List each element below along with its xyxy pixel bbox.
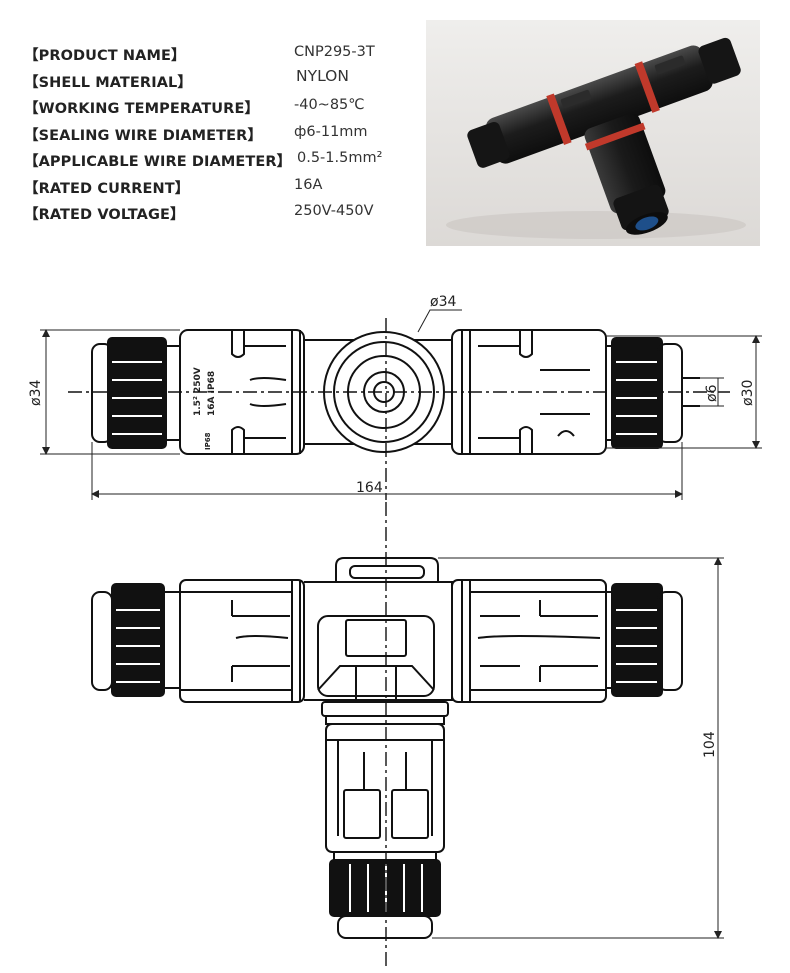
- spec-label: 【RATED CURRENT】: [24, 180, 190, 197]
- technical-drawing: 1.5² 250V 16A IP68 IP68 ø34 ø30 ø6 ø34 1…: [28, 294, 762, 970]
- spec-row-shell-material: 【SHELL MATERIAL】 NYLON: [24, 67, 424, 98]
- spec-value: ф6-11mm: [294, 123, 368, 140]
- spec-label: 【RATED VOLTAGE】: [24, 207, 185, 223]
- top-view: [91, 329, 700, 455]
- spec-row-sealing-wire-diameter: 【SEALING WIRE DIAMETER】 ф6-11mm: [24, 124, 424, 151]
- spec-row-working-temperature: 【WORKING TEMPERATURE】 -40~85℃: [24, 97, 424, 124]
- dim-cable-diameter: ø6: [704, 384, 720, 402]
- spec-row-rated-current: 【RATED CURRENT】 16A: [24, 177, 424, 204]
- spec-value: -40~85℃: [294, 97, 365, 113]
- spec-label: 【WORKING TEMPERATURE】: [24, 101, 260, 117]
- marking-line2: 16A IP68: [207, 371, 217, 416]
- spec-label: 【PRODUCT NAME】: [24, 48, 186, 64]
- spec-value: CNP295-3T: [294, 44, 375, 60]
- spec-value: 0.5-1.5mm²: [297, 150, 383, 166]
- dim-right-diameter: ø30: [740, 380, 756, 406]
- product-photo: [426, 20, 760, 246]
- dim-total-length: 164: [356, 480, 383, 496]
- spec-row-applicable-wire-diameter: 【APPLICABLE WIRE DIAMETER】 0.5-1.5mm²: [24, 150, 424, 177]
- spec-value: NYLON: [296, 66, 349, 85]
- spec-label: 【SHELL MATERIAL】: [24, 74, 192, 91]
- spec-row-rated-voltage: 【RATED VOLTAGE】 250V-450V: [24, 203, 424, 230]
- marking-line3: IP68: [204, 432, 212, 450]
- spec-value: 16A: [294, 176, 323, 193]
- dim-total-height: 104: [702, 731, 718, 758]
- spec-value: 250V-450V: [294, 203, 374, 219]
- dim-center-diameter: ø34: [430, 294, 456, 310]
- spec-table: 【PRODUCT NAME】 CNP295-3T 【SHELL MATERIAL…: [24, 44, 424, 230]
- dim-left-diameter: ø34: [28, 380, 44, 406]
- body-markings: 1.5² 250V 16A IP68 IP68: [193, 367, 217, 450]
- spec-label: 【SEALING WIRE DIAMETER】: [24, 127, 263, 144]
- spec-label: 【APPLICABLE WIRE DIAMETER】: [24, 154, 292, 170]
- spec-row-product-name: 【PRODUCT NAME】 CNP295-3T: [24, 44, 424, 71]
- front-view: [91, 557, 683, 939]
